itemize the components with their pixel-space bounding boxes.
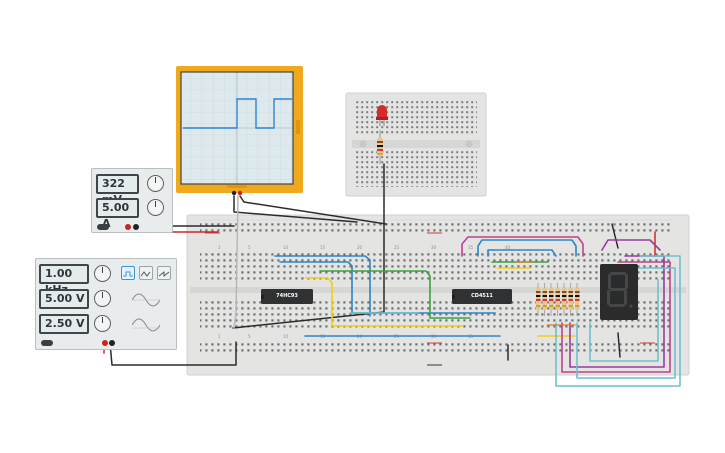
segment-resistor[interactable] — [542, 283, 548, 316]
function-generator[interactable]: 1.00 kHz 5.00 V 2.50 V — [35, 258, 177, 350]
frequency-knob[interactable] — [94, 265, 111, 282]
generator-power-toggle[interactable] — [41, 340, 53, 346]
sawtooth-wave-icon — [158, 270, 170, 278]
svg-text:25: 25 — [394, 245, 400, 250]
voltage-knob[interactable] — [147, 175, 164, 192]
ic-cd4511[interactable] — [452, 289, 512, 304]
offset-knob[interactable] — [94, 315, 111, 332]
generator-negative-terminal[interactable] — [109, 340, 115, 346]
sawtooth-wave-button[interactable] — [157, 266, 171, 280]
wire-cyan[interactable] — [349, 255, 681, 387]
ic-74hc93[interactable] — [261, 289, 313, 304]
segment-resistor[interactable] — [549, 283, 554, 316]
square-wave-button[interactable] — [121, 266, 135, 280]
frequency-display: 1.00 kHz — [39, 264, 89, 296]
small-breadboard[interactable] — [345, 92, 487, 197]
seven-segment-display[interactable] — [600, 264, 638, 320]
scope-trace — [183, 98, 292, 129]
segment-resistor[interactable] — [555, 283, 561, 316]
svg-text:1: 1 — [218, 334, 221, 339]
svg-text:10: 10 — [283, 245, 289, 250]
power-supply[interactable]: 322 mV 5.00 A — [91, 168, 173, 233]
svg-text:40: 40 — [505, 245, 511, 250]
amplitude-display: 5.00 V — [39, 289, 89, 309]
current-display: 5.00 A — [96, 198, 139, 230]
segment-resistor[interactable] — [536, 283, 541, 316]
segment-resistor[interactable] — [568, 283, 574, 316]
svg-text:10: 10 — [283, 334, 289, 339]
power-toggle[interactable] — [97, 224, 109, 230]
svg-text:5: 5 — [248, 334, 251, 339]
wire-magenta[interactable] — [461, 236, 671, 373]
amplitude-wave-icon — [132, 293, 160, 307]
svg-text:1: 1 — [218, 245, 221, 250]
amplitude-knob[interactable] — [94, 290, 111, 307]
triangle-wave-button[interactable] — [139, 266, 153, 280]
resistor-array[interactable] — [536, 283, 580, 316]
svg-text:15: 15 — [320, 245, 326, 250]
wire-gray[interactable] — [233, 195, 239, 329]
oscilloscope[interactable] — [176, 66, 303, 196]
svg-text:35: 35 — [468, 245, 474, 250]
negative-terminal[interactable] — [133, 224, 139, 230]
ic1-label: 74HC93 — [276, 293, 298, 299]
voltage-display: 322 mV — [96, 174, 139, 206]
wire-orange[interactable] — [515, 261, 576, 326]
current-knob[interactable] — [147, 199, 164, 216]
svg-text:5: 5 — [248, 245, 251, 250]
led-resistor[interactable] — [377, 130, 383, 164]
triangle-wave-icon — [140, 271, 151, 277]
square-wave-icon — [123, 271, 133, 277]
positive-terminal[interactable] — [125, 224, 131, 230]
svg-text:20: 20 — [357, 245, 363, 250]
generator-positive-terminal[interactable] — [102, 340, 108, 346]
offset-display: 2.50 V — [39, 314, 89, 334]
svg-text:30: 30 — [431, 245, 437, 250]
offset-wave-icon — [132, 318, 160, 332]
ic2-label: CD4511 — [471, 293, 493, 299]
red-led[interactable] — [376, 105, 388, 126]
segment-resistor[interactable] — [562, 283, 567, 316]
segment-resistor[interactable] — [575, 283, 580, 316]
